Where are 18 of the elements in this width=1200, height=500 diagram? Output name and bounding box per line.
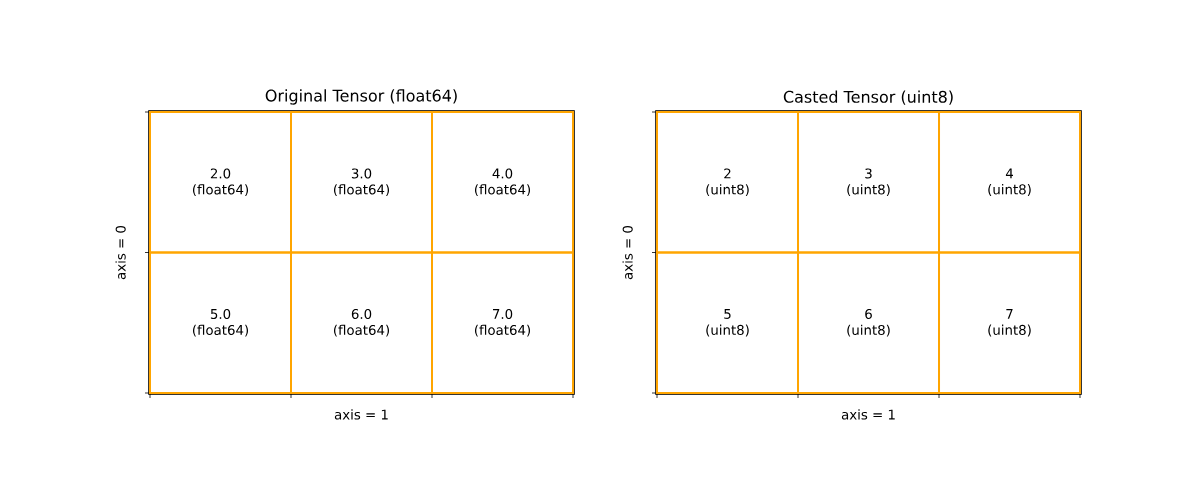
tensor-cell: 2.0 (float64) [149, 111, 292, 254]
tensor-cell: 6 (uint8) [797, 251, 940, 394]
tensor-cell: 6.0 (float64) [290, 251, 433, 394]
axis-label: axis = 0 [622, 225, 633, 280]
tensor-cell: 5.0 (float64) [149, 251, 292, 394]
chart-title: Original Tensor (float64) [265, 89, 457, 105]
tensor-cell: 3.0 (float64) [290, 111, 433, 254]
tensor-cell: 7 (uint8) [938, 251, 1081, 394]
axis-label: axis = 0 [115, 225, 126, 280]
tensor-cell: 4.0 (float64) [431, 111, 574, 254]
axis-label: axis = 1 [841, 409, 895, 420]
tensor-cell: 3 (uint8) [797, 111, 940, 254]
tensor-cell: 5 (uint8) [656, 251, 799, 394]
tensor-cell: 4 (uint8) [938, 111, 1081, 254]
axis-label: axis = 1 [334, 409, 388, 420]
tensor-cell: 2 (uint8) [656, 111, 799, 254]
chart-title: Casted Tensor (uint8) [783, 90, 953, 105]
tensor-cell: 7.0 (float64) [431, 251, 574, 394]
